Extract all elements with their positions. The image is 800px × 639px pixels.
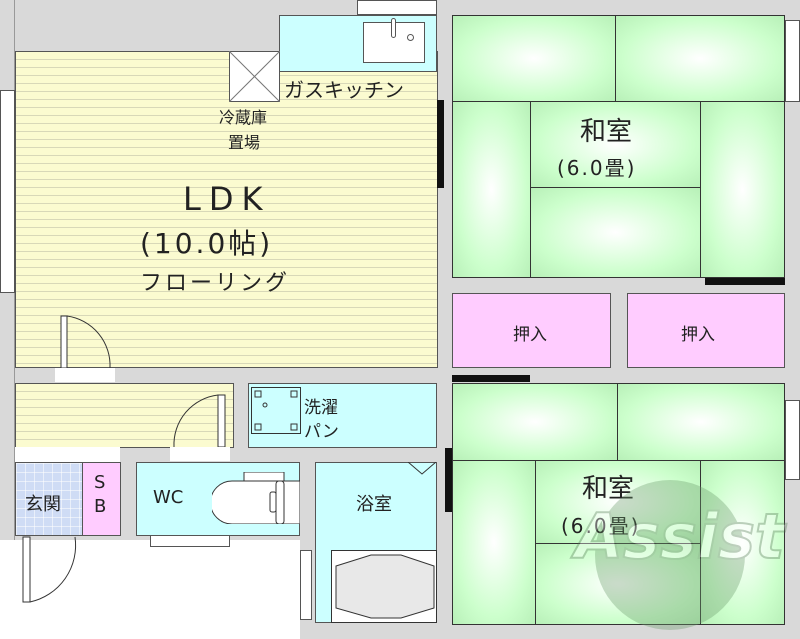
entrance-door[interactable]	[15, 535, 85, 607]
closet-door-2[interactable]	[452, 375, 530, 382]
kitchen-label: ガスキッチン	[284, 78, 404, 102]
closet-door[interactable]	[705, 278, 785, 285]
window-left	[0, 90, 15, 293]
washer-pan	[251, 387, 301, 434]
bath-partition	[445, 448, 452, 512]
bath-label: 浴室	[356, 494, 392, 515]
faucet-icon	[391, 18, 396, 38]
closet-2	[627, 293, 785, 368]
tatami	[452, 460, 536, 625]
closet1-label: 押入	[513, 325, 547, 345]
shoebox-label-2: B	[94, 496, 107, 517]
sink	[363, 22, 425, 63]
closet2-label: 押入	[681, 325, 715, 345]
tatami	[530, 101, 701, 188]
window-top	[357, 0, 437, 15]
tatami	[700, 101, 785, 278]
washitsu1-name: 和室	[580, 117, 633, 147]
tatami	[535, 460, 701, 544]
washitsu2-size: (6.0畳)	[561, 510, 640, 539]
bathtub	[331, 550, 437, 623]
ldk-room	[15, 51, 438, 368]
tatami	[452, 15, 616, 102]
watermark-logo: Assist	[565, 470, 795, 630]
ldk-name: LDK	[183, 180, 271, 218]
tatami	[452, 383, 618, 461]
closet-1	[452, 293, 611, 368]
ldk-size: (10.0帖)	[140, 227, 274, 260]
entrance-label: 玄関	[25, 494, 61, 515]
tatami	[700, 460, 785, 625]
window-wc	[150, 535, 230, 547]
tatami	[535, 543, 701, 625]
shoebox-label-1: S	[94, 472, 106, 493]
shoe-box	[82, 462, 121, 536]
laundry-label-2: パン	[304, 422, 339, 442]
ldk-door[interactable]	[55, 314, 115, 384]
fridge-space	[229, 51, 280, 102]
toilet	[212, 472, 300, 524]
washitsu2-name: 和室	[582, 474, 635, 504]
ldk-floor: フローリング	[140, 271, 291, 296]
tatami	[452, 101, 531, 278]
laundry-label-1: 洗濯	[304, 398, 338, 418]
wc-door[interactable]	[166, 393, 234, 463]
window-right-top	[785, 20, 800, 102]
window-right-bottom	[785, 400, 800, 480]
tatami	[615, 15, 785, 102]
bath-vent	[408, 462, 436, 475]
tatami	[617, 383, 785, 461]
wc-label: WC	[153, 487, 184, 508]
ldk-sliding-door[interactable]	[437, 100, 444, 188]
entrance-floor	[15, 462, 83, 536]
tatami	[530, 187, 701, 278]
watermark-text: Assist	[574, 499, 786, 574]
exterior	[0, 540, 300, 639]
washitsu1-size: (6.0畳)	[557, 156, 637, 180]
window-bath	[300, 550, 312, 620]
hallway	[15, 383, 234, 448]
fridge-label-1: 冷蔵庫	[219, 108, 268, 127]
drain-icon	[407, 34, 414, 41]
fridge-label-2: 置場	[228, 133, 261, 152]
hallway-step	[15, 447, 120, 463]
